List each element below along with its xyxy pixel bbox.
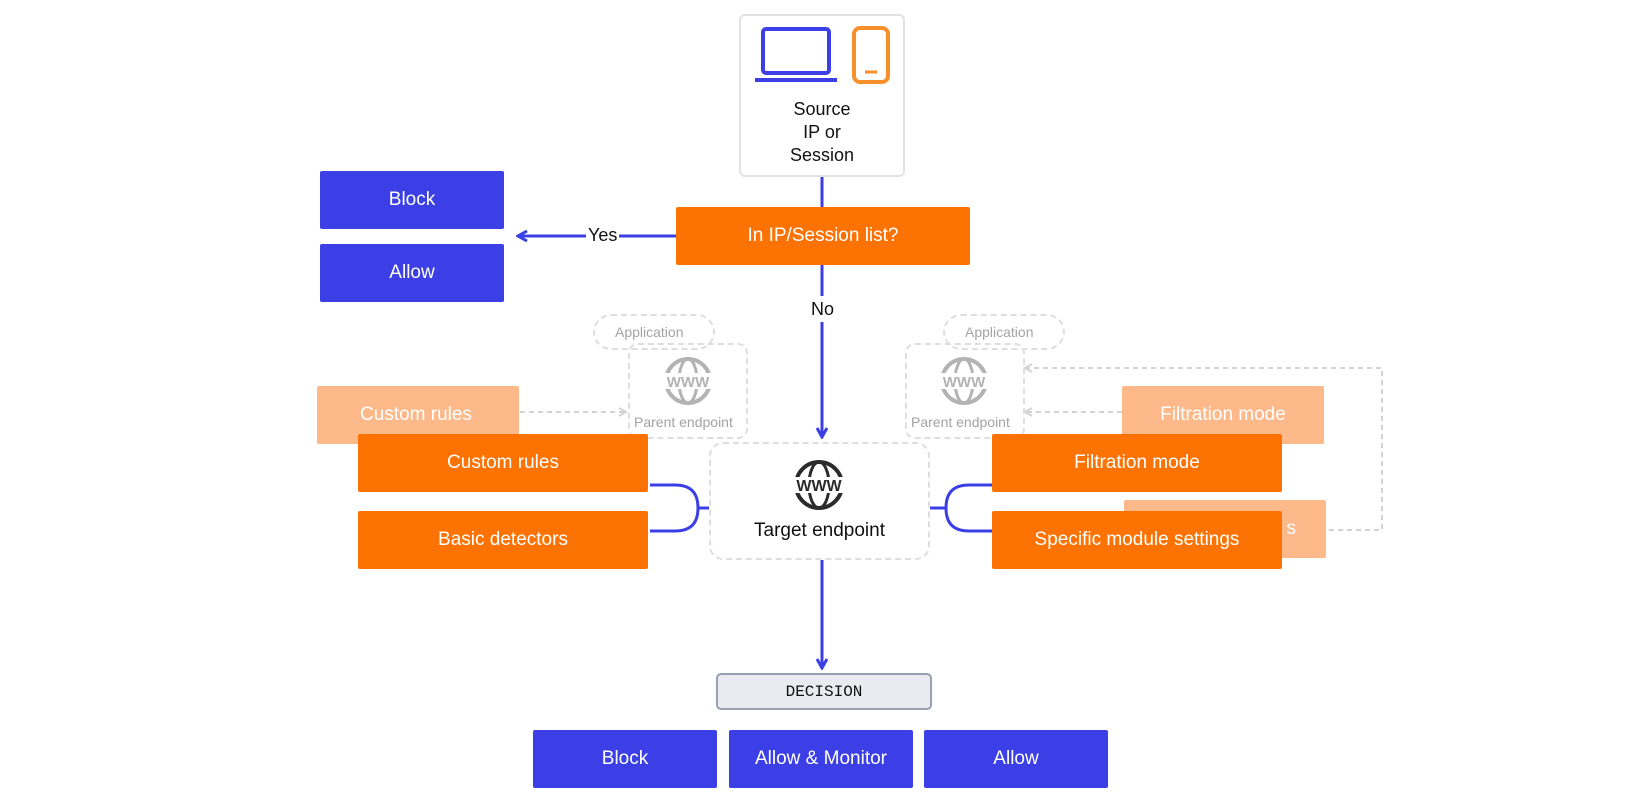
globe-www-icon: WWW — [938, 357, 990, 405]
decision-block-label: Block — [601, 748, 649, 769]
filtration-mode-input: Filtration mode — [992, 434, 1282, 492]
parent-endpoint-right — [905, 343, 1025, 439]
ghost-custom-rules-label: Custom rules — [360, 404, 472, 425]
decision-node: DECISION — [716, 673, 932, 710]
parent-app-tag-right — [943, 314, 1065, 350]
ip-session-check-label: In IP/Session list? — [747, 225, 899, 246]
list-allow-action: Allow — [320, 244, 504, 302]
custom-rules-label: Custom rules — [447, 452, 559, 473]
globe-www-icon: WWW — [662, 357, 714, 405]
yes-label: Yes — [586, 224, 620, 246]
list-block-label: Block — [388, 189, 436, 210]
filtration-mode-label: Filtration mode — [1074, 452, 1200, 473]
module-settings-input: Specific module settings — [992, 511, 1282, 569]
parent-endpoint-left — [628, 343, 748, 439]
list-block-action: Block — [320, 171, 504, 229]
ghost-loop-arrow — [1025, 368, 1383, 531]
decision-allow-label: Allow — [993, 748, 1039, 769]
ghost-filtration-mode-label: Filtration mode — [1160, 404, 1286, 425]
no-label: No — [809, 296, 837, 322]
globe-www-icon: WWW — [792, 460, 846, 510]
parent-app-label-right: Application — [965, 324, 1034, 340]
parent-app-tag-left — [593, 314, 715, 350]
basic-detectors-input: Basic detectors — [358, 511, 648, 569]
right-merge-connector — [944, 483, 994, 533]
left-merge-connector — [650, 483, 700, 533]
source-label: Source IP or Session — [789, 99, 855, 165]
source-card: Source IP or Session — [739, 14, 905, 177]
parent-endpoint-label-right: Parent endpoint — [911, 414, 1010, 430]
decision-allow-monitor: Allow & Monitor — [729, 730, 913, 788]
target-endpoint-label: Target endpoint — [754, 520, 885, 541]
basic-detectors-label: Basic detectors — [438, 529, 568, 550]
decision-allow: Allow — [924, 730, 1108, 788]
parent-endpoint-label-left: Parent endpoint — [634, 414, 733, 430]
svg-text:WWW: WWW — [796, 478, 842, 495]
decision-allow-monitor-label: Allow & Monitor — [755, 748, 887, 769]
decision-block: Block — [533, 730, 717, 788]
phone-icon — [852, 26, 890, 84]
list-allow-label: Allow — [389, 262, 435, 283]
ip-session-check: In IP/Session list? — [676, 207, 970, 265]
module-settings-label: Specific module settings — [1034, 529, 1240, 550]
custom-rules-input: Custom rules — [358, 434, 648, 492]
ghost-module-settings-label: s — [1286, 518, 1297, 539]
decision-label: DECISION — [785, 682, 863, 701]
svg-text:WWW: WWW — [943, 374, 986, 391]
target-endpoint — [709, 442, 930, 560]
parent-app-label-left: Application — [615, 324, 684, 340]
svg-text:WWW: WWW — [667, 374, 710, 391]
laptop-icon — [755, 27, 837, 82]
